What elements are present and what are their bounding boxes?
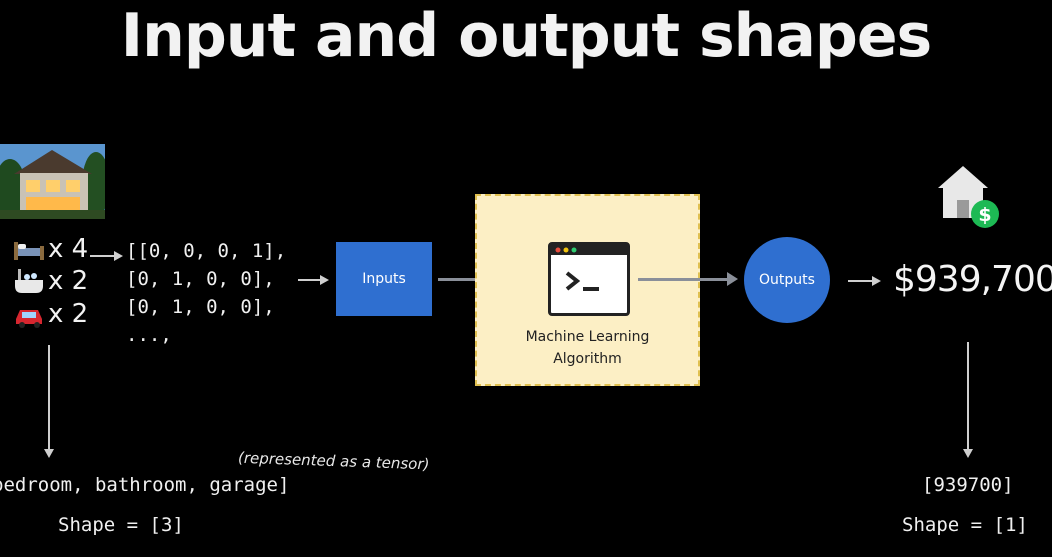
tensor-line: ...,: [126, 324, 172, 346]
feature-garage: x 2: [12, 297, 88, 331]
ml-label-line1: Machine Learning: [525, 329, 650, 345]
bathroom-count: x 2: [48, 266, 89, 296]
house-photo: [0, 144, 105, 219]
garage-count: x 2: [48, 299, 89, 329]
bed-icon: [14, 242, 44, 260]
down-arrow-input: [48, 345, 50, 450]
output-tensor: [939700]: [922, 474, 1014, 496]
bathtub-icon: [15, 269, 43, 293]
feature-names: bedroom, bathroom, garage]: [0, 474, 290, 496]
arrow-outputs-to-price: [848, 280, 872, 282]
inputs-label: Inputs: [362, 271, 406, 287]
tensor-line: [0, 1, 0, 0],: [126, 268, 275, 290]
arrow-ml-to-outputs: [638, 278, 728, 281]
arrow-features-to-tensor: [90, 255, 114, 257]
arrow-head: [872, 276, 881, 286]
inputs-box: Inputs: [336, 242, 432, 316]
outputs-label: Outputs: [759, 272, 815, 288]
arrow-tensor-to-inputs: [298, 279, 320, 281]
predicted-price: $939,700: [893, 259, 1052, 300]
ml-label: Machine Learning Algorithm: [477, 326, 698, 370]
arrow-head: [727, 272, 738, 286]
arrow-head: [114, 251, 123, 261]
arrow-head: [963, 449, 973, 458]
tensor-line: [0, 1, 0, 0],: [126, 296, 275, 318]
svg-text:$: $: [978, 204, 991, 226]
output-shape: Shape = [1]: [902, 514, 1028, 536]
feature-bathrooms: x 2: [12, 264, 88, 298]
ml-label-line2: Algorithm: [553, 351, 622, 367]
car-icon: [16, 310, 42, 328]
feature-bedrooms: x 4: [12, 232, 88, 266]
down-arrow-output: [967, 342, 969, 450]
arrow-head: [320, 275, 329, 285]
house-price-icon: $: [938, 166, 999, 228]
tensor-line: [[0, 0, 0, 1],: [126, 240, 287, 262]
bedroom-count: x 4: [48, 234, 89, 264]
input-shape: Shape = [3]: [58, 514, 184, 536]
tensor-note: (represented as a tensor): [237, 448, 430, 474]
outputs-circle: Outputs: [744, 237, 830, 323]
ml-algorithm-box: Machine Learning Algorithm: [475, 194, 700, 386]
terminal-icon: [548, 242, 630, 316]
arrow-head: [44, 449, 54, 458]
slide-title: Input and output shapes: [120, 1, 932, 71]
